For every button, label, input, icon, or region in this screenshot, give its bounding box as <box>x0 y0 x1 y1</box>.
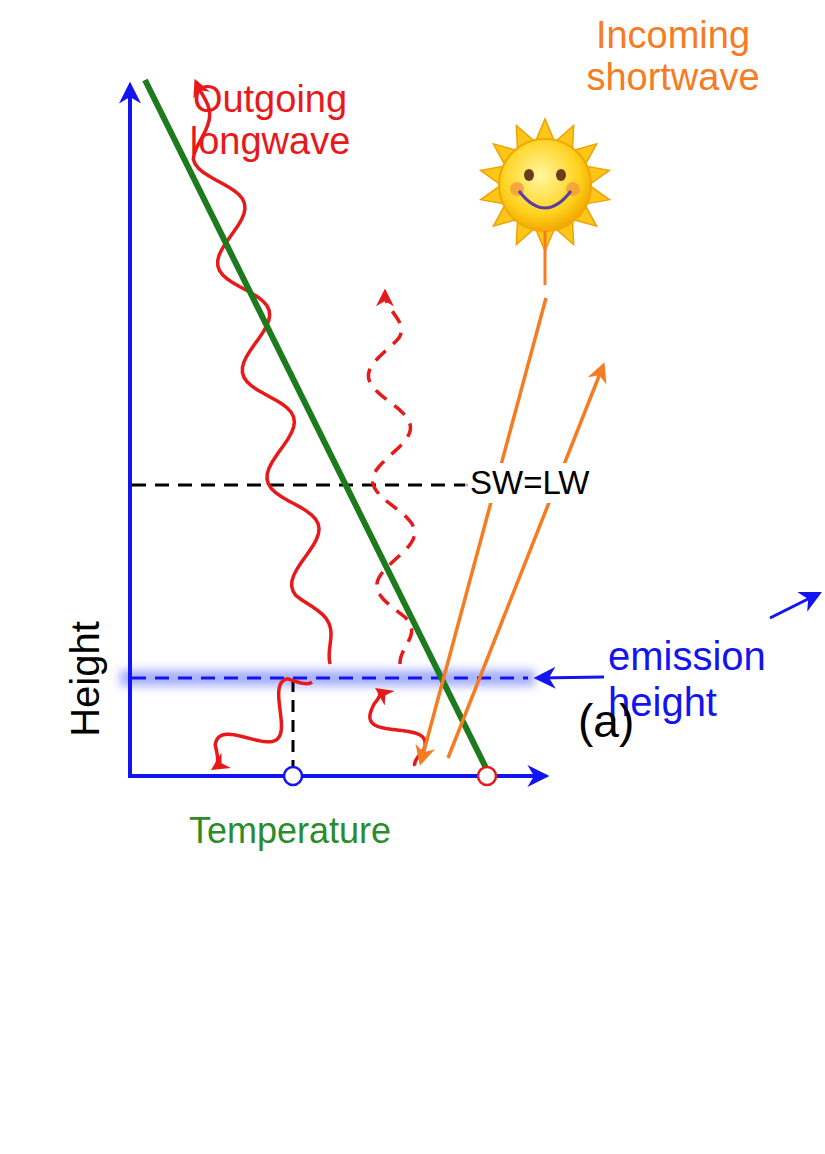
panel-label: (a) <box>578 695 634 747</box>
surface-temp-marker <box>478 767 496 785</box>
emission-label: emission height <box>608 633 808 725</box>
temperature-profile <box>145 80 488 772</box>
pointer-arrow <box>538 677 604 678</box>
shortwave-ray <box>421 298 546 762</box>
sun-smile <box>519 191 571 208</box>
glow-band <box>120 670 535 686</box>
balance-line <box>132 484 465 487</box>
sun-eye <box>556 169 566 181</box>
drop-line <box>292 680 295 766</box>
balance-label: SW=LW <box>468 463 591 503</box>
pointer-arrow <box>770 594 818 618</box>
sun-face <box>499 139 591 231</box>
axis-title: Temperature <box>170 810 410 852</box>
shortwave-label: Incoming shortwave <box>548 14 798 98</box>
emission-line <box>132 677 528 680</box>
sun-icon <box>478 119 612 285</box>
axis-title: Height <box>61 609 109 749</box>
emission-temp-marker <box>284 767 302 785</box>
longwave-ray <box>370 690 425 766</box>
height-axis <box>128 86 132 776</box>
sun-string <box>544 231 547 285</box>
longwave-ray <box>214 679 312 768</box>
sun-eye <box>524 169 534 181</box>
longwave-ray <box>193 82 331 664</box>
longwave-label: Outgoing longwave <box>150 78 390 162</box>
